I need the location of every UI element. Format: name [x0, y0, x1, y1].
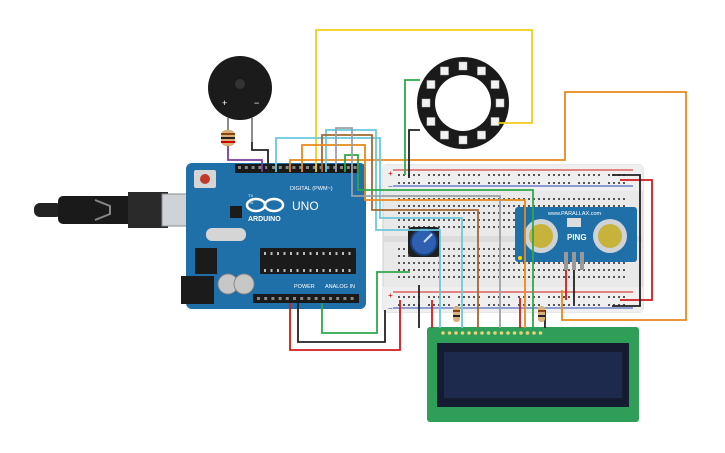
lcd-pin: [506, 331, 510, 335]
ping-brand-label: www.PARALLAX.com: [547, 211, 602, 217]
bb-plus-label-top: +: [388, 169, 393, 178]
wire-green-ring: [404, 79, 420, 175]
wires: [227, 29, 687, 351]
neopixel-led: [440, 66, 449, 76]
neopixel-led: [477, 130, 486, 140]
lcd-pin: [447, 331, 452, 335]
wire-brown-1: [321, 134, 479, 328]
ultrasonic-sensor[interactable]: www.PARALLAX.com PING: [515, 207, 637, 270]
digital-header-label: DIGITAL (PWM~): [290, 186, 333, 192]
usb-cable: [34, 192, 199, 228]
neopixel-led: [426, 80, 436, 89]
buzzer-resistor[interactable]: [221, 130, 235, 146]
wire-black-right: [612, 174, 641, 307]
buzzer-minus-label: −: [254, 98, 259, 108]
neopixel-led: [440, 130, 449, 140]
arduino-brand-label: ARDUINO: [248, 216, 281, 223]
power-header-label: POWER: [294, 284, 315, 290]
lcd-pin: [538, 331, 543, 335]
rx-led-label: RX: [248, 200, 254, 205]
piezo-buzzer[interactable]: + −: [208, 56, 272, 142]
lcd-pin: [467, 331, 471, 335]
wire-black-buzzer: [251, 142, 269, 172]
buzzer-plus-label: +: [222, 98, 227, 108]
wire-green-digital: [344, 154, 534, 328]
lcd-pin: [532, 331, 536, 335]
wire-orange-digital: [289, 91, 570, 172]
wire-yellow-ring: [315, 29, 533, 172]
analog-header-label: ANALOG IN: [325, 284, 355, 290]
lcd-pin: [473, 331, 478, 335]
lcd-pin: [519, 331, 523, 335]
neopixel-led: [495, 98, 505, 108]
lcd-pin: [525, 331, 530, 335]
arduino-uno[interactable]: ARDUINO UNO DIGITAL (PWM~) POWER ANALOG …: [181, 163, 366, 309]
lcd-pin: [454, 331, 458, 335]
neopixel-led: [458, 135, 468, 145]
lcd-pin: [499, 331, 504, 335]
wire-gray-1: [335, 127, 501, 328]
ping-pins: [564, 252, 584, 270]
lcd-pin: [486, 331, 491, 335]
lcd-pin: [441, 331, 445, 335]
wire-black-arduino: [297, 303, 386, 343]
tx-led-label: TX: [248, 193, 253, 198]
ping-model-label: PING: [567, 233, 587, 242]
wire-orange-2: [301, 144, 526, 328]
lcd-resistor-left[interactable]: [453, 306, 460, 322]
wire-cyan-1: [275, 137, 463, 328]
neopixel-led: [490, 80, 500, 89]
bb-minus-label-bottom: −: [388, 304, 393, 313]
bb-plus-label-bottom: +: [388, 291, 393, 300]
wire-cyan-2: [325, 129, 441, 328]
lcd-display[interactable]: [427, 327, 639, 422]
wire-red-arduino: [289, 300, 401, 351]
lcd-pin: [512, 331, 517, 335]
lcd-pin: [480, 331, 484, 335]
lcd-pin: [493, 331, 497, 335]
wire-purple-buzzer: [227, 146, 263, 172]
wire-black-ring: [408, 129, 420, 178]
lcd-pin: [460, 331, 465, 335]
neopixel-ring[interactable]: [417, 57, 509, 149]
neopixel-led: [477, 66, 486, 76]
neopixel-led: [458, 61, 468, 71]
neopixel-led: [421, 98, 431, 108]
wire-red-right: [620, 179, 653, 301]
bb-minus-label-top: −: [388, 182, 393, 191]
lcd-resistor-right[interactable]: [538, 306, 545, 322]
neopixel-led: [426, 117, 436, 126]
potentiometer[interactable]: [408, 227, 440, 257]
arduino-model-label: UNO: [292, 199, 319, 213]
wire-orange-long: [561, 91, 687, 321]
wire-green-analog: [321, 271, 410, 334]
neopixel-led: [490, 117, 500, 126]
arduino-logo-icon: [245, 197, 285, 213]
